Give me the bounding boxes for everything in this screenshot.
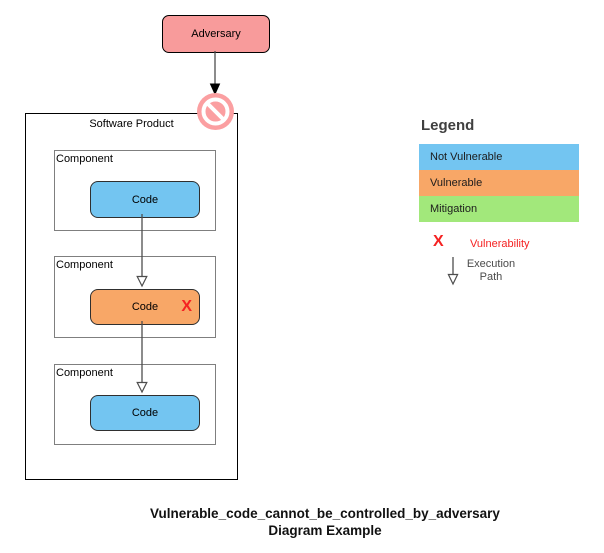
component-box-3: Component Code [54, 364, 216, 445]
code-node-not-vulnerable-2: Code [90, 395, 200, 431]
legend-title: Legend [421, 117, 475, 134]
execution-path-line2: Path [479, 271, 503, 283]
component-label: Component [56, 367, 113, 379]
legend-item-mitigation: Mitigation [419, 196, 579, 222]
software-product-container: Software Product Component Code Componen… [25, 113, 238, 480]
legend-swatch-list: Not Vulnerable Vulnerable Mitigation [419, 144, 579, 222]
caption-line2: Diagram Example [268, 523, 382, 538]
adversary-node: Adversary [162, 15, 270, 53]
execution-path-label: Execution Path [463, 258, 519, 284]
legend-item-not-vulnerable: Not Vulnerable [419, 144, 579, 170]
caption-line1: Vulnerable_code_cannot_be_controlled_by_… [150, 506, 500, 521]
code-node-vulnerable: Code X [90, 289, 200, 325]
code-node-not-vulnerable-1: Code [90, 181, 200, 218]
adversary-attack-arrow [209, 51, 221, 96]
software-product-label: Software Product [89, 118, 174, 130]
diagram-caption: Vulnerable_code_cannot_be_controlled_by_… [46, 505, 604, 539]
vulnerability-legend-label: Vulnerability [470, 238, 530, 250]
code-label: Code [131, 301, 159, 313]
legend-execution-arrow-icon [447, 257, 459, 286]
component-label: Component [56, 259, 113, 271]
vulnerability-x-icon: X [433, 233, 444, 250]
execution-path-line1: Execution [466, 258, 516, 270]
component-box-1: Component Code [54, 150, 216, 231]
vulnerability-x-icon: X [181, 298, 192, 315]
legend-item-vulnerable: Vulnerable [419, 170, 579, 196]
component-box-2: Component Code X [54, 256, 216, 338]
component-label: Component [56, 153, 113, 165]
